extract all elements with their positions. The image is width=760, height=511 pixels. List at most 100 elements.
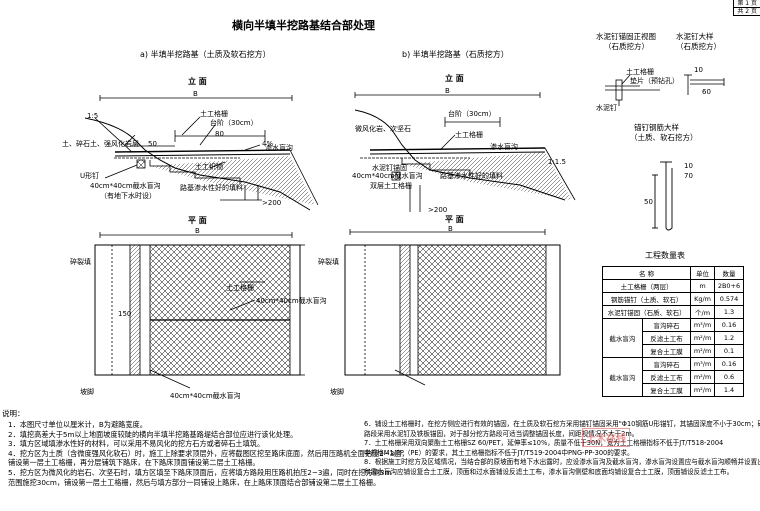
row-name: 盲沟碎石 — [641, 357, 692, 371]
row-unit: m²/m — [690, 344, 715, 358]
row-unit: m³/m — [690, 318, 715, 332]
section-b-heading: b) 半填半挖路基（石质挖方） — [402, 50, 509, 59]
header-unit: 单位 — [690, 266, 715, 280]
row-unit: Kg/m — [690, 292, 715, 306]
header-name: 名 称 — [601, 266, 692, 280]
table-row: 截水盲沟 盲沟碎石 m³/m 0.16 — [602, 318, 745, 358]
anchor-dim-50: 50 — [644, 198, 653, 206]
row-name: 钢筋锚钉（土质、软石） — [601, 292, 692, 306]
row-qty: 0.6 — [713, 370, 745, 384]
row-name: 反滤土工布 — [641, 331, 692, 345]
section-a-plan — [94, 232, 305, 389]
row-unit: m²/m — [690, 331, 715, 345]
note-line: 范围施挖30cm，铺设第一层土工格栅，然后与填方部分一同铺设上路床，在上路床顶面… — [8, 477, 381, 487]
section-b-elevation — [354, 92, 576, 212]
section-b-plan-label: 平 面 — [445, 215, 464, 224]
row-unit: m³/m — [690, 357, 715, 371]
section-a-geogrid-label: 土工格栅 — [200, 110, 228, 118]
row-name: 复合土工膜 — [641, 344, 692, 358]
nail-front-label-2: 水泥钉 — [596, 104, 617, 112]
section-b-ratio: 1:1.5 — [548, 158, 566, 166]
anchor-dim-10: 10 — [684, 162, 693, 170]
section-a-gt200: >200 — [262, 199, 282, 207]
section-b-step-label: 台阶（30cm） — [448, 110, 496, 118]
row-qty: 0.574 — [713, 292, 745, 306]
watermark-stamp: 土木在线 — [582, 428, 630, 447]
note-line: 4．挖方区为土质（含微度强风化软石）时，施工上除要求顶层外，应将截图区挖至路床底… — [8, 448, 409, 458]
note-line: 8．根据施工时挖方及区域情况，当结合部的原坡面有地下水出露时，应设渗水盲沟及截水… — [364, 458, 760, 467]
table-row: 水泥钉锚固（石质、软石） 个/m 1.3 — [601, 305, 745, 319]
row-qty: 1.4 — [713, 383, 745, 397]
section-a-fill-label: 路基渗水性好的填料 — [180, 184, 243, 192]
section-a-slope-foot: 坡脚 — [80, 388, 94, 396]
row-qty: 0.16 — [713, 357, 745, 371]
section-a-ratio: 1:5 — [87, 112, 99, 120]
section-a-b-dim: B — [193, 90, 198, 98]
nail-front-sub: （石质挖方） — [604, 42, 649, 51]
note-line: 6．铺设土工格栅时，在挖方侧应进行有效的锚固，在土质及软石挖方采用锚钉锚固采用"… — [364, 420, 760, 428]
section-a-plan-ditch: 40cm*40cm截水盲沟 — [256, 297, 327, 305]
quantity-table: 名 称 单位 数量 土工格栅（两层） m 2B0+6 钢筋锚钉（土质、软石） K… — [601, 266, 745, 397]
note-line: 7．土工格栅采用双向聚酯土工格栅SZ 60/PET，延伸率≤10%，质量不低于3… — [364, 439, 724, 448]
row-group: 截水盲沟 — [602, 318, 643, 358]
header-qty: 数量 — [713, 266, 745, 280]
nail-big-title: 水泥钉大样 — [676, 32, 714, 41]
note-line: 3．填方区域填渗水性好的材料，可以采用不易风化的挖方石方或者碎石土填筑。 — [8, 439, 265, 449]
section-a-plan-b: B — [195, 227, 200, 235]
section-a-plan-geogrid: 土工格栅 — [226, 284, 254, 292]
table-row: 土工格栅（两层） m 2B0+6 — [601, 279, 745, 293]
nail-big-detail — [684, 74, 725, 95]
nail-front-title: 水泥钉锚固正视图 — [596, 32, 656, 41]
nail-front-label-0: 土工格栅 — [626, 68, 654, 76]
table-row: 截水盲沟 盲沟碎石 m³/m 0.16 — [602, 357, 745, 397]
table-row: 钢筋锚钉（土质、软石） Kg/m 0.574 — [601, 292, 745, 306]
section-b-plan-b: B — [448, 225, 453, 233]
section-b-gt200: >200 — [428, 206, 448, 214]
section-b-b-dim: B — [445, 87, 450, 95]
section-a-heading: a) 半填半挖路基（土质及软石挖方） — [140, 50, 271, 59]
nail-front-detail — [605, 74, 660, 106]
row-group: 截水盲沟 — [602, 357, 643, 397]
section-a-u-nail-label: U形钉 — [80, 172, 100, 180]
section-a-step-label: 台阶（30cm） — [210, 119, 258, 127]
notes-heading: 说明： — [2, 409, 25, 418]
notes-left: 1．本图尺寸单位以厘米计，B为避路宽度。 2．填挖高差大于5m以上地面坡度较陡的… — [8, 420, 409, 487]
row-name: 复合土工膜 — [641, 383, 692, 397]
section-b-seepage-label: 渗水盲沟 — [490, 143, 518, 151]
page-counter: 第 1 页 共 2 页 — [733, 0, 760, 16]
anchor-dim-70: 70 — [684, 172, 693, 180]
page-number: 第 1 页 — [734, 0, 760, 8]
row-unit: m — [690, 279, 715, 293]
row-qty: 2B0+6 — [713, 279, 745, 293]
section-b-elevation-label: 立 面 — [445, 74, 464, 83]
section-a-soil-label: 土、碎石土、强风化岩层 — [62, 140, 139, 148]
section-b-plan — [344, 229, 561, 386]
note-line: 5．挖方区为微风化的岩石、次坚石时，填方区填至下路床顶面后，应将填方路段用压路机… — [8, 467, 392, 477]
notes-right: 6．铺设土工格栅时，在挖方侧应进行有效的锚固，在土质及软石挖方采用锚钉锚固采用"… — [364, 420, 760, 478]
row-name: 土工格栅（两层） — [601, 279, 692, 293]
section-a-ditch-label: 40cm*40cm截水盲沟 — [90, 182, 161, 190]
row-name: 盲沟碎石 — [641, 318, 692, 332]
section-a-dim-50: 50 — [148, 140, 157, 148]
row-name: 水泥钉锚固（石质、软石） — [601, 305, 692, 319]
nail-front-label-1: 垫片（预钻孔） — [630, 77, 679, 85]
section-b-fill-label: 路基渗水性好的填料 — [440, 172, 503, 180]
row-name: 反滤土工布 — [641, 370, 692, 384]
table-row: 复合土工膜 m²/m 0.1 — [603, 344, 745, 358]
note-line: 和雷水盲沟应铺设复合土工膜，顶面和过水面铺设反滤土工布，渗水盲沟侧壁和底面均铺设… — [364, 467, 734, 476]
quantity-table-title: 工程数量表 — [645, 251, 685, 260]
row-unit: 个/m — [690, 305, 715, 319]
section-a-seepage-label: 渗水盲沟 — [265, 144, 293, 152]
anchor-detail — [652, 161, 673, 231]
sheet-title: 横向半填半挖路基结合部处理 — [232, 19, 375, 32]
row-qty: 0.16 — [713, 318, 745, 332]
note-line: 2．填挖高差大于5m以上地面坡度较陡的横向半填半挖路基路堤结合部位应进行该化处理… — [8, 429, 298, 439]
section-a-plan-ditch2: 40cm*40cm截水盲沟 — [170, 392, 241, 400]
section-a-elevation-label: 立 面 — [188, 77, 207, 86]
note-line: 铺设第一层土工格栅，再分层铺筑下路床，在下路床顶面铺设第二层土工格栅。 — [8, 458, 260, 468]
anchor-title: 锚钉钢筋大样 — [634, 123, 679, 132]
section-b-double-label: 双层土工格栅 — [370, 182, 412, 190]
section-a-ditch-note: （有地下水时设） — [100, 192, 156, 200]
note-line: 1．本图尺寸单位以厘米计，B为避路宽度。 — [8, 420, 147, 429]
